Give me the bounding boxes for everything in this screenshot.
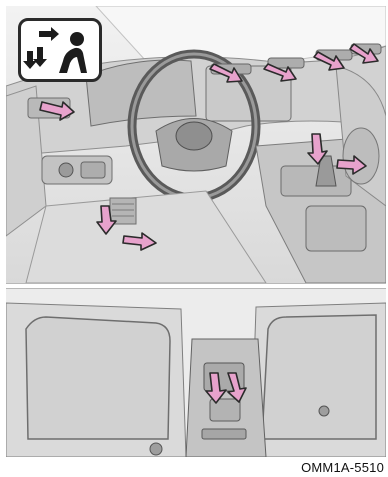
rear-console-drawing xyxy=(6,289,386,457)
dashboard-illustration xyxy=(6,6,386,283)
rear-seat-illustration xyxy=(6,289,386,457)
figure-code: OMM1A-5510 xyxy=(301,460,384,475)
vent-face-and-feet-icon xyxy=(18,18,102,82)
